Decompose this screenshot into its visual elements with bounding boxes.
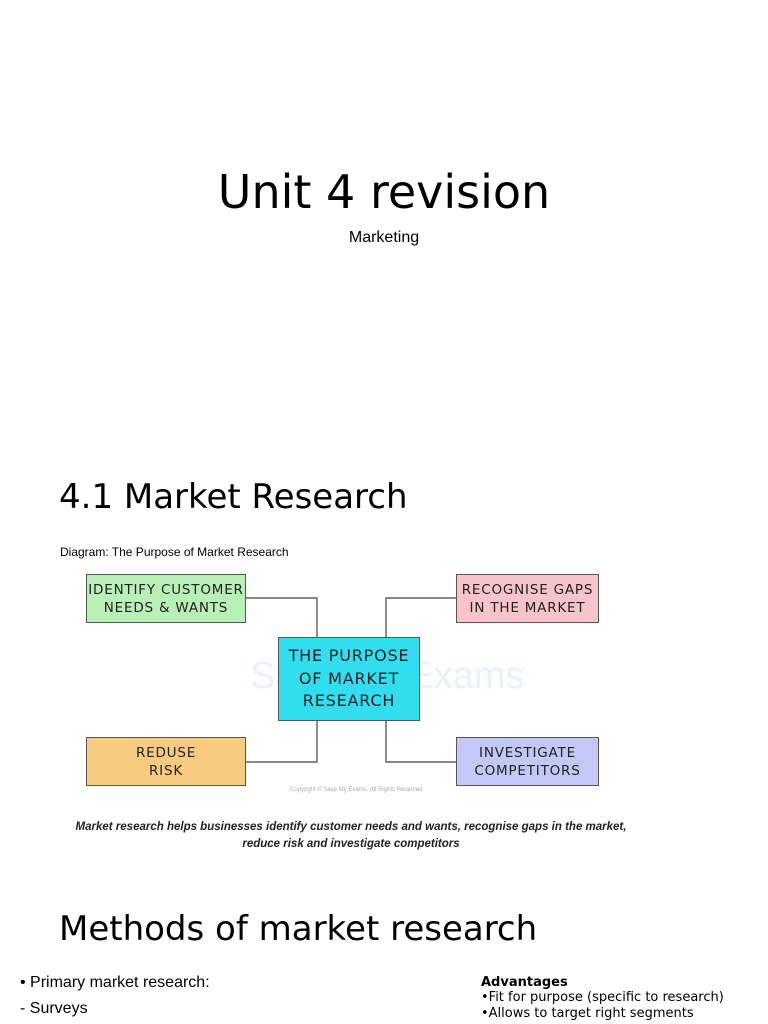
primary-research-bullet: • Primary market research:: [20, 974, 210, 992]
advantage-item: •Allows to target right segments: [481, 1006, 694, 1021]
box-recognise-gaps: RECOGNISE GAPS IN THE MARKET: [456, 574, 599, 623]
methods-heading: Methods of market research: [59, 909, 538, 949]
slide-subtitle: Marketing: [348, 229, 420, 246]
copyright-text: Copyright © Save My Exams. All Rights Re…: [290, 787, 423, 793]
box-purpose-center: THE PURPOSE OF MARKET RESEARCH: [278, 637, 420, 721]
box-investigate-competitors: INVESTIGATE COMPETITORS: [456, 737, 599, 786]
primary-research-label: Primary market research:: [30, 974, 210, 991]
box-identify-needs: IDENTIFY CUSTOMER NEEDS & WANTS: [86, 574, 246, 623]
advantages-heading: Advantages: [481, 975, 568, 990]
section-heading: 4.1 Market Research: [59, 477, 408, 517]
advantage-item: •Fit for purpose (specific to research): [481, 990, 724, 1005]
slide-title: Unit 4 revision: [217, 165, 551, 219]
diagram-note: Market research helps businesses identif…: [75, 821, 627, 850]
box-reduce-risk: REDUSE RISK: [86, 737, 246, 786]
bullet-icon: •: [20, 974, 31, 991]
diagram-caption: Diagram: The Purpose of Market Research: [60, 545, 289, 559]
surveys-item: - Surveys: [20, 1000, 88, 1017]
